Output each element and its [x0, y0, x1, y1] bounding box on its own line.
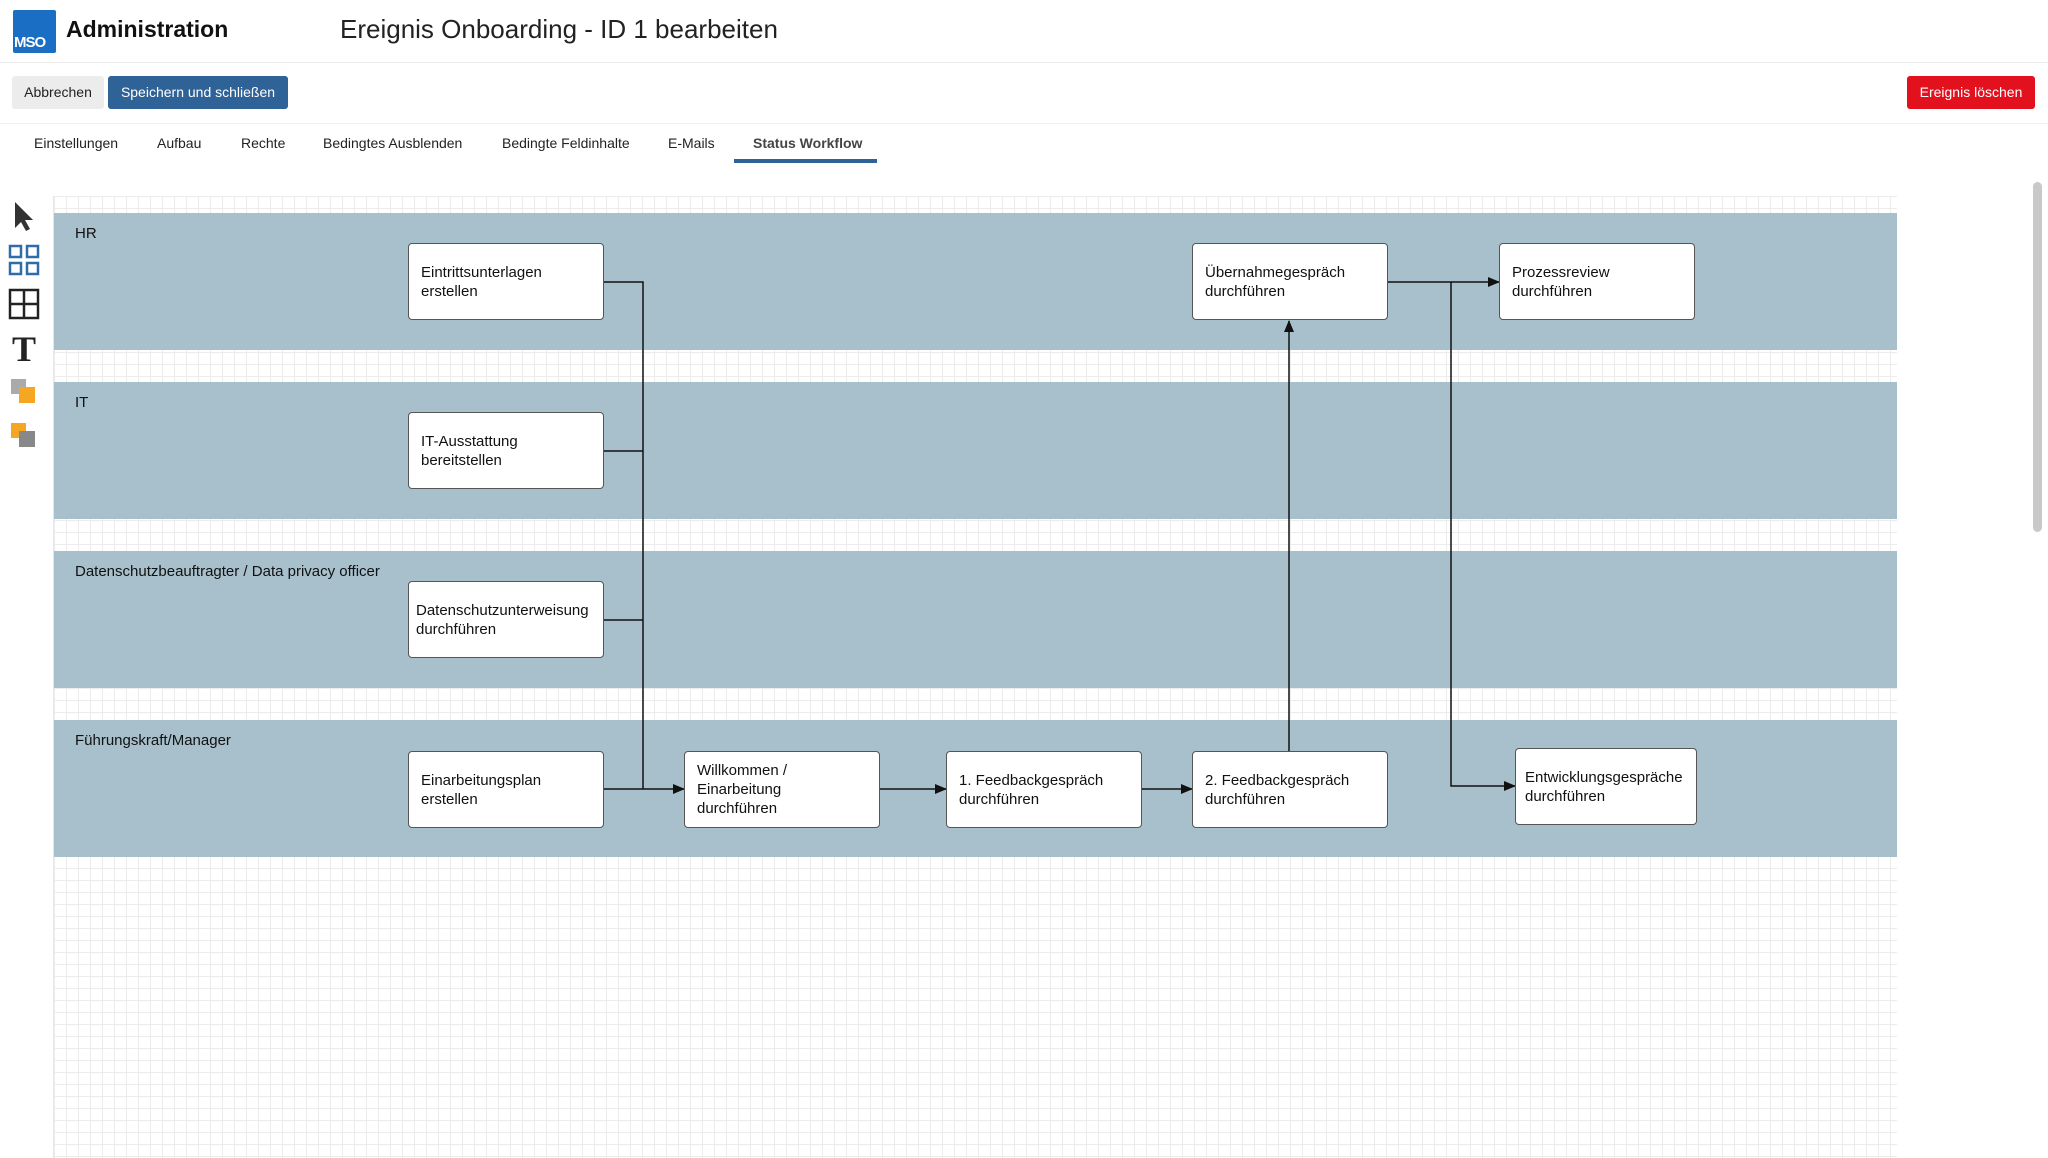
shape-front-icon[interactable]	[6, 374, 42, 410]
node-text-line: durchführen	[1512, 282, 1593, 300]
pointer-icon[interactable]	[6, 198, 42, 234]
vertical-scrollbar[interactable]	[2030, 180, 2044, 540]
node-text-line: Einarbeitung	[697, 781, 782, 798]
node-text-line: durchführen	[1205, 790, 1286, 808]
node-eintrittsunterlagen[interactable]: Eintrittsunterlagen erstellen	[408, 243, 604, 320]
node-datenschutzunterweisung[interactable]: Datenschutzunterweisung durchführen	[408, 581, 604, 658]
node-feedback-2[interactable]: 2. Feedbackgespräch durchführen	[1192, 751, 1388, 828]
node-text-line: durchführen	[697, 800, 778, 817]
app-title: Administration	[66, 16, 229, 42]
node-text: IT-Ausstattung bereitstellen	[421, 432, 518, 470]
node-feedback-1[interactable]: 1. Feedbackgespräch durchführen	[946, 751, 1142, 828]
save-and-close-button[interactable]: Speichern und schließen	[108, 76, 288, 109]
node-entwicklungsgespraeche[interactable]: Entwicklungsgespräche durchführen	[1515, 748, 1697, 825]
node-text-line: durchführen	[959, 790, 1040, 808]
swimlane-it[interactable]: IT	[54, 382, 1897, 519]
node-text-line: erstellen	[421, 282, 478, 300]
node-text-line: Übernahmegespräch	[1205, 263, 1346, 281]
node-text: Entwicklungsgespräche durchführen	[1525, 768, 1683, 806]
node-text: Einarbeitungsplan erstellen	[421, 771, 541, 809]
node-text-line: durchführen	[416, 620, 497, 638]
lane-label: Datenschutzbeauftragter / Data privacy o…	[75, 563, 380, 580]
node-text: Willkommen / Einarbeitung durchführen	[697, 761, 787, 818]
scrollbar-thumb[interactable]	[2033, 182, 2042, 532]
page-title: Ereignis Onboarding - ID 1 bearbeiten	[340, 14, 778, 44]
tab-rechte[interactable]: Rechte	[241, 135, 286, 151]
workflow-edges	[603, 277, 1516, 794]
grid-icon[interactable]	[6, 242, 42, 278]
node-text: Übernahmegespräch durchführen	[1205, 263, 1345, 301]
node-uebernahmegespraech[interactable]: Übernahmegespräch durchführen	[1192, 243, 1388, 320]
node-prozessreview[interactable]: Prozessreview durchführen	[1499, 243, 1695, 320]
node-text-line: IT-Ausstattung	[421, 432, 518, 450]
tab-bedingtes-ausblenden[interactable]: Bedingtes Ausblenden	[323, 135, 463, 151]
node-text-line: Entwicklungsgespräche	[1525, 768, 1683, 786]
workflow-canvas[interactable]: HR IT Datenschutzbeauftragter / Data pri…	[53, 196, 1897, 1158]
node-willkommen[interactable]: Willkommen / Einarbeitung durchführen	[684, 751, 880, 828]
node-text: 1. Feedbackgespräch durchführen	[959, 771, 1103, 809]
node-text-line: durchführen	[1205, 282, 1286, 300]
node-text-line: Datenschutzunterweisung	[416, 601, 589, 619]
table-icon[interactable]	[6, 286, 42, 322]
cancel-button[interactable]: Abbrechen	[12, 76, 104, 109]
tab-bar: Einstellungen Aufbau Rechte Bedingtes Au…	[0, 124, 2048, 166]
mso-logo[interactable]: MSO	[13, 10, 56, 53]
node-text: Eintrittsunterlagen erstellen	[421, 263, 542, 301]
node-text-line: Eintrittsunterlagen	[421, 263, 542, 281]
app-header: MSO Administration Ereignis Onboarding -…	[0, 0, 2048, 63]
node-einarbeitungsplan[interactable]: Einarbeitungsplan erstellen	[408, 751, 604, 828]
tab-status-workflow[interactable]: Status Workflow	[753, 135, 863, 151]
node-text: Datenschutzunterweisung durchführen	[416, 601, 589, 639]
shape-back-icon[interactable]	[6, 418, 42, 454]
logo-text: MSO	[14, 34, 46, 51]
active-tab-indicator	[734, 159, 877, 163]
node-it-ausstattung[interactable]: IT-Ausstattung bereitstellen	[408, 412, 604, 489]
tab-einstellungen[interactable]: Einstellungen	[34, 135, 119, 151]
node-text-line: 2. Feedbackgespräch	[1205, 771, 1350, 789]
action-bar: Abbrechen Speichern und schließen Ereign…	[0, 63, 2048, 124]
delete-event-button[interactable]: Ereignis löschen	[1907, 76, 2035, 109]
node-text-line: Prozessreview	[1512, 263, 1610, 281]
node-text-line: durchführen	[1525, 787, 1606, 805]
node-text: Prozessreview durchführen	[1512, 263, 1610, 301]
edge-uebernahme-entwicklung	[1450, 282, 1516, 791]
text-icon[interactable]: T	[6, 330, 42, 366]
node-text-line: 1. Feedbackgespräch	[959, 771, 1104, 789]
diagram-toolbar: T	[4, 198, 44, 468]
node-text-line: erstellen	[421, 790, 478, 808]
tab-emails[interactable]: E-Mails	[668, 135, 715, 151]
node-text-line: Willkommen /	[697, 762, 788, 779]
edge-eintritt-willkommen	[603, 281, 644, 789]
tab-bedingte-feldinhalte[interactable]: Bedingte Feldinhalte	[502, 135, 630, 151]
node-text-line: Einarbeitungsplan	[421, 771, 542, 789]
lane-label: HR	[75, 225, 97, 242]
tab-aufbau[interactable]: Aufbau	[157, 135, 202, 151]
node-text-line: bereitstellen	[421, 451, 502, 469]
node-text: 2. Feedbackgespräch durchführen	[1205, 771, 1349, 809]
lane-label: IT	[75, 394, 89, 411]
svg-text:T: T	[12, 331, 36, 365]
swimlane-data-privacy[interactable]: Datenschutzbeauftragter / Data privacy o…	[54, 551, 1897, 688]
lane-label: Führungskraft/Manager	[75, 732, 231, 749]
